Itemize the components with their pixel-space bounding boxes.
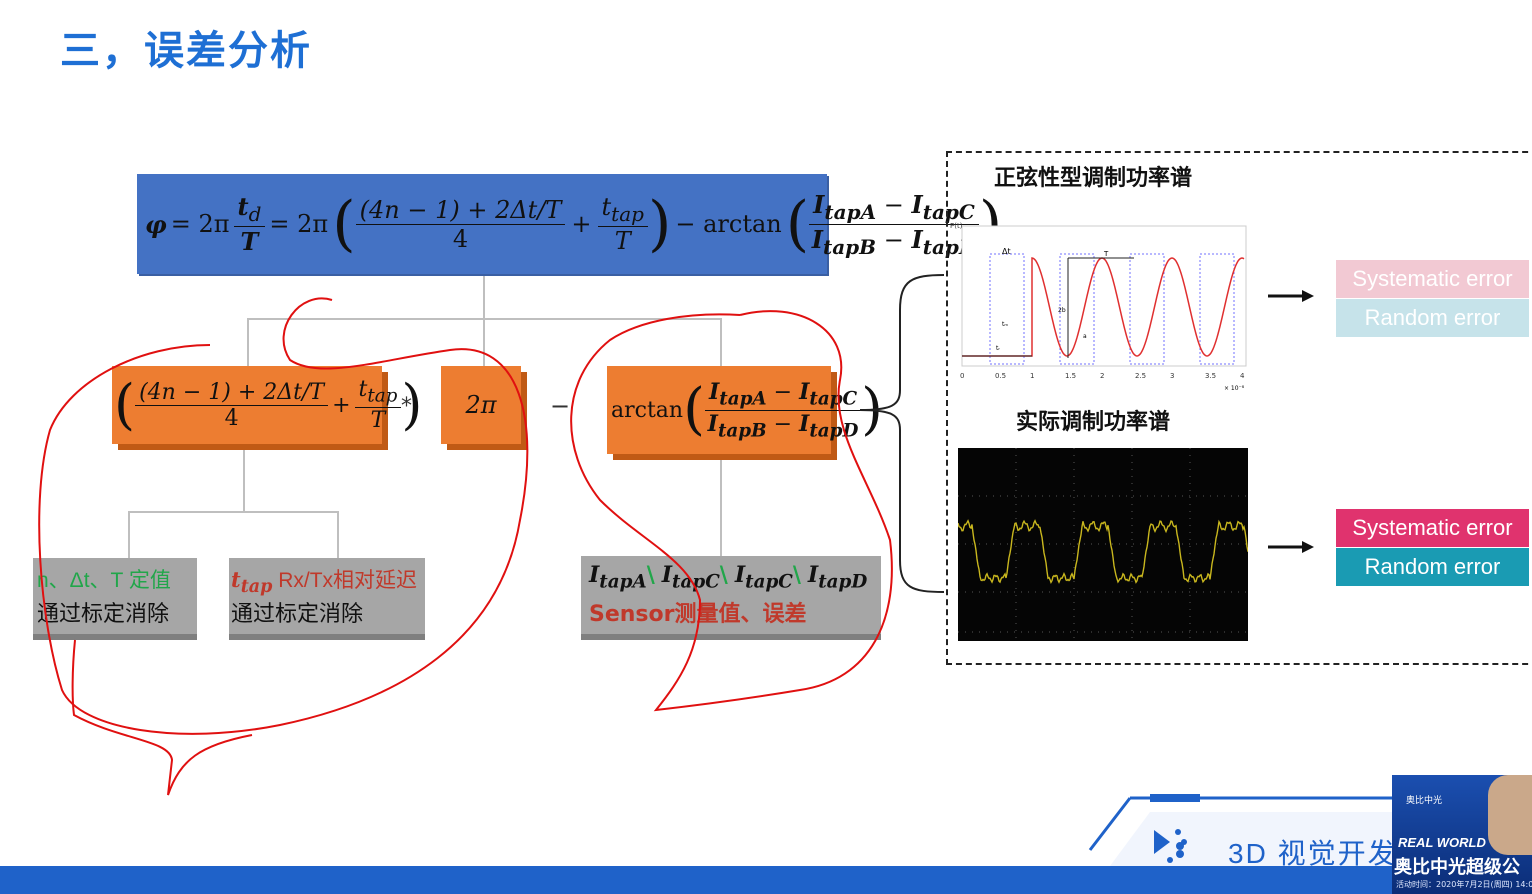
oscilloscope-plot <box>958 448 1248 641</box>
fraction-4n: (4n − 1) + 2Δt/T 4 <box>356 196 566 253</box>
main-formula-box: φ = 2π td T = 2π ( (4n − 1) + 2Δt/T 4 + … <box>137 174 827 274</box>
orange-box-2pi: 2π <box>441 366 521 444</box>
gray-box-constants: n、Δt、T 定值 通过标定消除 <box>33 558 197 634</box>
gray-box-sensor: ItapA\ ItapC\ ItapC\ ItapD Sensor测量值、误差 <box>581 556 881 634</box>
connector-line <box>128 511 130 559</box>
webcam-overlay: 奥比中光 REAL WORLD 奥比中光超级公 活动时间：2020年7月2日(周… <box>1392 775 1532 894</box>
sine-spectrum-title: 正弦性型调制功率谱 <box>994 160 1192 192</box>
sensor-error-label: Sensor测量值、误差 <box>589 596 807 628</box>
svg-text:T: T <box>1103 250 1109 258</box>
event-time: 活动时间：2020年7月2日(周四) 14:0 <box>1396 879 1532 890</box>
presenter-face <box>1488 775 1532 855</box>
connector-line <box>128 511 338 513</box>
sine-plot: P(t) T Δt 2b a tₘ tᵣ 0 0.5 1 1.5 2 2.5 3 3.5 4 ×… <box>948 218 1258 393</box>
svg-text:tₘ: tₘ <box>1002 321 1008 328</box>
orange-box-fraction: ( (4n − 1) + 2Δt/T 4 + ttap T ) <box>112 366 382 444</box>
arrow-bottom <box>1266 537 1316 557</box>
brand-logo-icon <box>1150 824 1190 864</box>
svg-text:2b: 2b <box>1058 307 1066 314</box>
phi-symbol: φ <box>145 210 167 239</box>
plot-ylabel: P(t) <box>950 222 963 230</box>
calibrate-label-1: 通过标定消除 <box>37 596 169 628</box>
minus-operator: − <box>550 392 570 420</box>
systematic-error: Systematic error <box>1336 509 1529 547</box>
orange-box-arctan: arctan ( ItapA − ItapC ItapB − ItapD ) <box>607 366 831 454</box>
event-logo: 奥比中光 <box>1406 793 1442 806</box>
svg-text:tᵣ: tᵣ <box>996 345 1000 352</box>
x-tick-label: 4 <box>1240 372 1245 380</box>
connector-line <box>247 318 249 366</box>
connector-line <box>720 318 722 366</box>
x-tick-label: 3 <box>1170 372 1174 380</box>
svg-text:× 10⁻⁸: × 10⁻⁸ <box>1224 385 1245 392</box>
systematic-error-faded: Systematic error <box>1336 260 1529 298</box>
footer-bar <box>0 866 1532 894</box>
eq-2pi-2: = 2π <box>269 210 328 238</box>
svg-text:Δt: Δt <box>1002 247 1011 256</box>
ttap-over-T: ttap T <box>598 193 648 255</box>
svg-text:a: a <box>1083 333 1087 340</box>
actual-spectrum-title: 实际调制功率谱 <box>1016 404 1170 436</box>
calibrate-label-2: 通过标定消除 <box>231 596 363 628</box>
connector-line <box>483 318 485 366</box>
x-tick-label: 0.5 <box>995 372 1006 380</box>
event-name: 奥比中光超级公 <box>1394 853 1520 879</box>
connector-line <box>720 460 722 558</box>
td-over-T: td T <box>234 192 266 256</box>
x-tick-label: 0 <box>960 372 964 380</box>
minus-arctan: − arctan <box>675 210 781 238</box>
slide-title: 三，误差分析 <box>60 18 312 76</box>
x-tick-label: 2 <box>1100 372 1104 380</box>
random-error-faded: Random error <box>1336 299 1529 337</box>
random-error: Random error <box>1336 548 1529 586</box>
x-tick-label: 2.5 <box>1135 372 1146 380</box>
real-world-text: REAL WORLD <box>1398 835 1486 850</box>
constants-label: n、Δt、T 定值 <box>37 564 171 594</box>
x-tick-label: 1.5 <box>1065 372 1076 380</box>
gray-box-delay: ttap Rx/Tx相对延迟 通过标定消除 <box>229 558 425 634</box>
sensor-values: ItapA\ ItapC\ ItapC\ ItapD <box>589 562 867 592</box>
multiply-operator: * <box>401 394 412 419</box>
connector-line <box>337 511 339 559</box>
delay-label: ttap Rx/Tx相对延迟 <box>231 564 417 597</box>
brace-bracket <box>852 270 948 600</box>
arrow-top <box>1266 286 1316 306</box>
eq-2pi: = 2π <box>171 210 230 238</box>
connector-line <box>483 274 485 320</box>
connector-line <box>243 450 245 512</box>
x-tick-label: 3.5 <box>1205 372 1216 380</box>
x-tick-label: 1 <box>1030 372 1034 380</box>
